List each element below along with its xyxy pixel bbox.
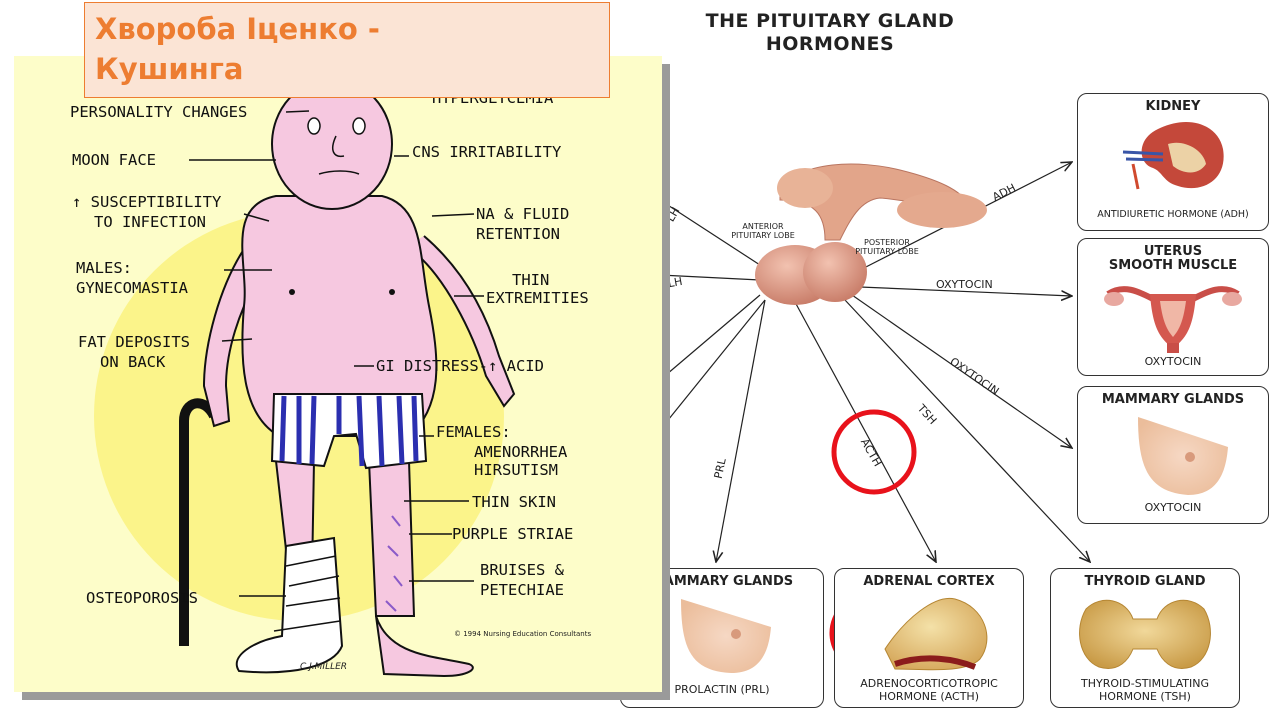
pituitary-gland-illustration: [755, 163, 987, 305]
label-gynecomastia: GYNECOMASTIA: [76, 279, 188, 297]
label-extremities: EXTREMITIES: [486, 289, 589, 307]
adrenal-caption-2: HORMONE (ACTH): [879, 690, 979, 703]
label-bruises: BRUISES &: [480, 561, 564, 579]
label-females: FEMALES:: [436, 423, 511, 441]
slide-title-box: Хвороба Іценко - Кушинга: [84, 2, 610, 98]
label-gi-distress: GI DISTRESS-↑ ACID: [376, 357, 544, 375]
adrenal-caption-1: ADRENOCORTICOTROPIC: [860, 677, 998, 690]
organ-box-kidney: KIDNEY ANTIDIURETIC HORMONE (ADH): [1077, 93, 1269, 231]
adrenal-gland-icon: [884, 597, 988, 671]
label-retention: RETENTION: [476, 225, 560, 243]
organ-box-adrenal: ADRENAL CORTEX ADRENOCORTICOTROPIC HORMO…: [834, 568, 1024, 708]
label-petechiae: PETECHIAE: [480, 581, 564, 599]
cushing-figure-illustration: [94, 71, 516, 678]
label-thin: THIN: [512, 271, 550, 289]
label-hirsutism: HIRSUTISM: [474, 461, 558, 479]
mammary-bottom-caption: PROLACTIN (PRL): [674, 683, 770, 696]
mammary-bottom-title: MAMMARY GLANDS: [650, 574, 794, 589]
cushing-symptoms-cartoon: PERSONALITY CHANGES MOON FACE ↑ SUSCEPTI…: [14, 56, 662, 692]
arrow-tsh: [844, 299, 1090, 562]
label-cns-irritability: CNS IRRITABILITY: [412, 143, 562, 161]
mammary-right-caption: OXYTOCIN: [1144, 501, 1202, 514]
copyright-credit: © 1994 Nursing Education Consultants: [454, 630, 592, 638]
organ-box-uterus: UTERUS SMOOTH MUSCLE OXYTOCIN: [1077, 238, 1269, 376]
posterior-lobe-label: POSTERIOR PITUITARY LOBE: [855, 238, 919, 256]
kidney-title: KIDNEY: [1145, 99, 1201, 114]
label-males: MALES:: [76, 259, 132, 277]
thyroid-title: THYROID GLAND: [1084, 574, 1206, 589]
pituitary-title: THE PITUITARY GLAND HORMONES: [705, 10, 955, 55]
slide-title-line-2: Кушинга: [95, 52, 244, 86]
uterus-title-1: UTERUS: [1143, 244, 1203, 259]
arrow-left-1: [659, 294, 761, 381]
label-susceptibility: ↑ SUSCEPTIBILITY: [72, 193, 222, 211]
label-thin-skin: THIN SKIN: [472, 493, 556, 511]
breast-icon-bottom: [681, 599, 771, 673]
breast-icon: [1138, 417, 1228, 495]
mammary-right-title: MAMMARY GLANDS: [1101, 392, 1245, 407]
arrow-lh-2: [659, 274, 761, 281]
artist-signature: C.J.MILLER: [300, 662, 348, 672]
slide-title-line-1: Хвороба Іценко -: [95, 12, 380, 46]
organ-box-thyroid: THYROID GLAND THYROID-STIMULATING HORMON…: [1050, 568, 1240, 708]
label-osteoporosis: OSTEOPOROSIS: [86, 589, 198, 607]
anterior-lobe-label: ANTERIOR PITUITARY LOBE: [731, 222, 795, 240]
label-amenorrhea: AMENORRHEA: [474, 443, 568, 461]
arrow-oxytocin-uterus: [859, 286, 1072, 296]
acth-highlight-circle: [831, 409, 917, 495]
thyroid-caption-2: HORMONE (TSH): [1099, 690, 1191, 703]
label-personality-changes: PERSONALITY CHANGES: [70, 103, 248, 121]
arrow-lh-1: [659, 199, 761, 266]
label-to-infection: TO INFECTION: [94, 213, 206, 231]
label-on-back: ON BACK: [100, 353, 166, 371]
uterus-title-2: SMOOTH MUSCLE: [1108, 258, 1238, 273]
arrow-prl: [716, 299, 766, 562]
arrow-left-2: [659, 299, 766, 431]
label-oxytocin-1: OXYTOCIN: [936, 278, 993, 291]
label-purple-striae: PURPLE STRIAE: [452, 525, 574, 543]
thyroid-icon: [1079, 599, 1211, 669]
uterus-caption: OXYTOCIN: [1144, 355, 1202, 368]
arrow-acth: [794, 301, 936, 562]
pituitary-hormones-diagram: THE PITUITARY GLAND HORMONES: [620, 0, 1280, 720]
label-na-fluid: NA & FLUID: [476, 205, 570, 223]
uterus-icon: [1104, 286, 1242, 353]
organ-box-mammary-right: MAMMARY GLANDS OXYTOCIN: [1077, 386, 1269, 524]
arrow-oxytocin-mammary: [851, 294, 1072, 448]
kidney-caption: ANTIDIURETIC HORMONE (ADH): [1097, 209, 1249, 220]
label-lh-2: LH: [666, 274, 684, 291]
label-fat-deposits: FAT DEPOSITS: [78, 333, 190, 351]
label-moon-face: MOON FACE: [72, 151, 156, 169]
kidney-icon: [1122, 121, 1224, 190]
thyroid-caption-1: THYROID-STIMULATING: [1081, 677, 1209, 690]
adrenal-title: ADRENAL CORTEX: [863, 574, 995, 589]
